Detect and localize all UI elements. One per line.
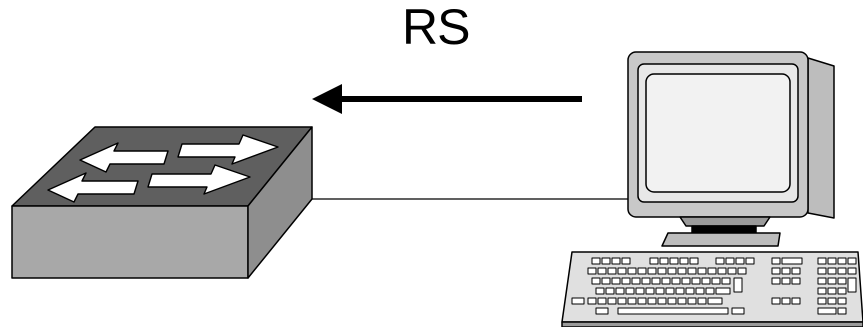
keyboard-keys: [571, 257, 857, 315]
monitor-neck: [679, 216, 771, 227]
rs-arrow: [312, 84, 582, 114]
keyboard-front: [561, 321, 863, 328]
monitor-side: [807, 57, 835, 219]
switch-arrows-icon: [47, 134, 279, 203]
switch-front-face: [11, 205, 249, 279]
monitor-screen: [645, 73, 791, 193]
desktop-computer-icon: [561, 51, 863, 328]
monitor-stand: [661, 232, 781, 247]
monitor-neck-band: [691, 225, 757, 234]
network-switch-icon: [11, 126, 313, 279]
rs-label: RS: [402, 0, 470, 55]
switch-side-face: [247, 126, 313, 279]
